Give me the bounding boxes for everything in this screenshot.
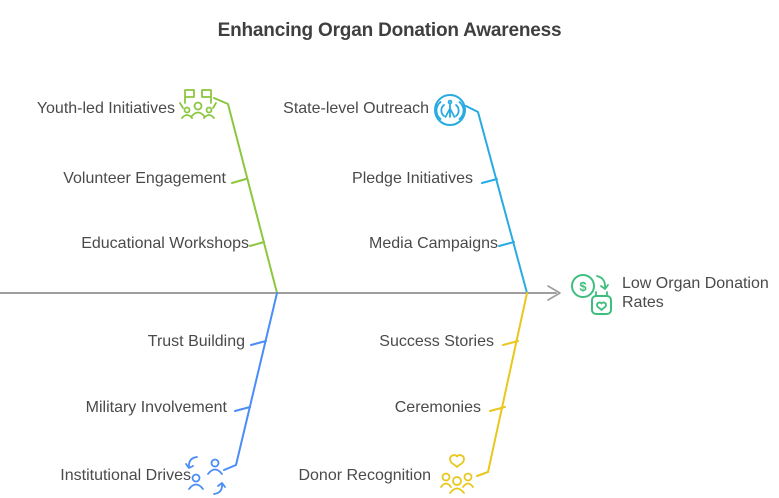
dollar-sign-glyph: $	[579, 279, 587, 294]
branch-line	[465, 105, 528, 294]
branch-tick	[231, 178, 247, 184]
cause-label-ceremonies: Ceremonies	[394, 399, 481, 416]
cause-label-trust-building: Trust Building	[147, 333, 245, 350]
cause-label-youth-led-initiatives: Youth-led Initiatives	[36, 100, 175, 117]
cause-label-educational-workshops: Educational Workshops	[81, 235, 249, 252]
branch-bottom-left	[185, 292, 278, 495]
cause-label-institutional-drives: Institutional Drives	[60, 467, 191, 484]
branch-tick	[498, 241, 515, 247]
community-raised-hands-icon	[179, 89, 217, 119]
money-to-donation-heart-icon: $	[571, 274, 612, 315]
cause-label-media-campaigns: Media Campaigns	[369, 235, 498, 252]
cause-label-pledge-initiatives: Pledge Initiatives	[352, 170, 473, 187]
branch-bottom-right	[440, 292, 528, 494]
branch-tick	[234, 406, 251, 412]
cause-label-state-level-outreach: State-level Outreach	[283, 100, 429, 117]
branch-line	[213, 97, 278, 294]
cause-label-volunteer-engagement: Volunteer Engagement	[63, 170, 226, 187]
effect-label: Low Organ Donation Rates	[622, 275, 769, 311]
people-exchange-icon	[185, 456, 226, 495]
cause-label-military-involvement: Military Involvement	[85, 399, 227, 416]
branch-top-left	[179, 89, 278, 294]
branch-tick	[502, 340, 519, 346]
cause-label-donor-recognition: Donor Recognition	[298, 467, 431, 484]
spine	[0, 285, 561, 301]
branch-tick	[489, 406, 506, 412]
branch-line	[476, 292, 528, 477]
branch-line	[223, 292, 278, 471]
branch-tick	[481, 178, 498, 184]
arrow-right-icon	[547, 285, 561, 301]
cause-label-success-stories: Success Stories	[379, 333, 494, 350]
branch-tick	[249, 241, 265, 247]
family-with-heart-icon	[440, 454, 474, 494]
branch-tick	[250, 340, 267, 346]
page-title: Enhancing Organ Donation Awareness	[217, 20, 562, 41]
branch-top-right	[434, 94, 528, 294]
broadcast-tower-icon	[434, 94, 466, 126]
